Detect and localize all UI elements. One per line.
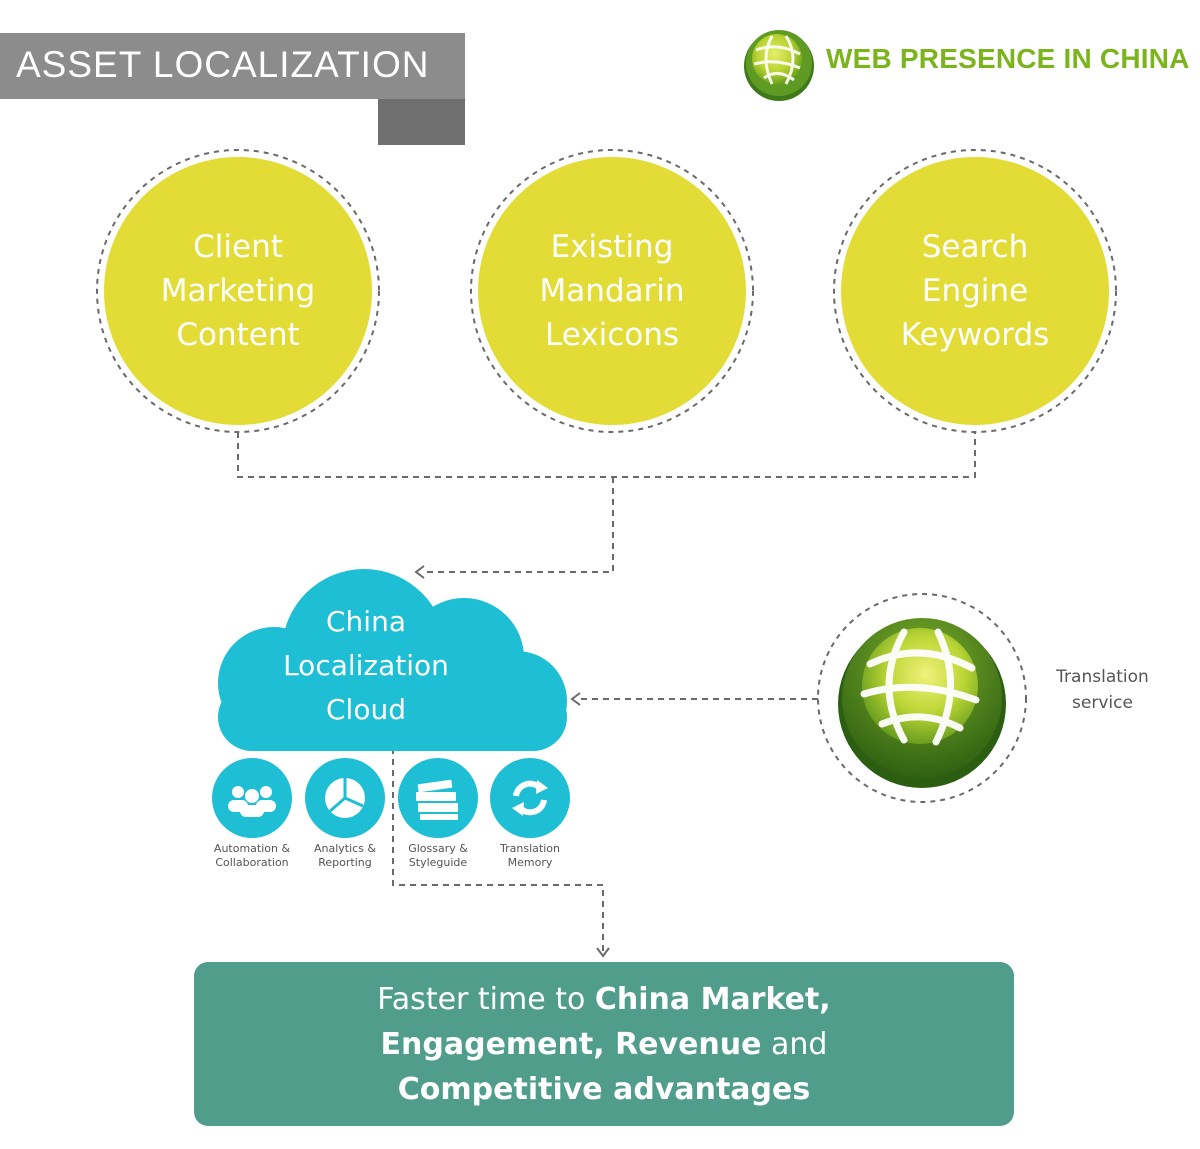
connector-cloud-to-result (392, 748, 604, 952)
ring-source-2 (470, 149, 754, 433)
ring-source-3 (833, 149, 1117, 433)
result-line-3: Competitive advantages (397, 1071, 811, 1107)
ribbon-fold (378, 99, 466, 145)
source-label: Search Engine Keywords (900, 229, 1050, 353)
source-label: Client Marketing Content (160, 229, 316, 353)
ring-service (817, 593, 1027, 803)
result-line-2: Engagement, Revenue and (380, 1026, 828, 1062)
refresh-icon (512, 780, 548, 816)
feature-caption-translation-memory: Translation Memory (500, 842, 560, 869)
source-client-marketing-content: Client Marketing Content (104, 157, 372, 425)
feature-caption-analytics: Analytics & Reporting (313, 842, 377, 869)
cloud-label-line-1: China (326, 605, 406, 638)
arrow-head-cloud (414, 565, 425, 579)
source-label: Existing Mandarin Lexicons (539, 229, 685, 353)
feature-translation-memory (490, 758, 570, 838)
ring-source-1 (96, 149, 380, 433)
books-icon (416, 779, 458, 820)
arrow-head-service (570, 692, 581, 706)
brand-logo-globe-icon (744, 30, 814, 101)
pie-chart-icon (325, 778, 365, 818)
source-search-engine-keywords: Search Engine Keywords (841, 157, 1109, 425)
connector-sources-merge (237, 432, 976, 478)
localization-cloud (218, 569, 567, 751)
cloud-label-line-3: Cloud (326, 693, 406, 726)
feature-automation-collaboration (212, 758, 292, 838)
feature-glossary-styleguide (398, 758, 478, 838)
cloud-label: China Localization Cloud (256, 600, 476, 732)
feature-caption-glossary: Glossary & Styleguide (408, 842, 468, 869)
cloud-label-line-2: Localization (283, 649, 449, 682)
connector-to-cloud (422, 477, 614, 573)
source-existing-mandarin-lexicons: Existing Mandarin Lexicons (478, 157, 746, 425)
arrow-head-result (596, 947, 610, 958)
translation-service-label: Translation service (1056, 667, 1149, 713)
feature-analytics-reporting (305, 758, 385, 838)
feature-caption-automation: Automation & Collaboration (213, 842, 291, 869)
translation-service-globe-icon (838, 618, 1006, 788)
page-title: ASSET LOCALIZATION (16, 44, 430, 85)
result-box: Faster time to China Market, Engagement,… (194, 962, 1014, 1126)
brand-name: WEB PRESENCE IN CHINA (826, 43, 1190, 74)
users-icon (228, 786, 276, 817)
result-line-1: Faster time to China Market, (377, 981, 831, 1017)
